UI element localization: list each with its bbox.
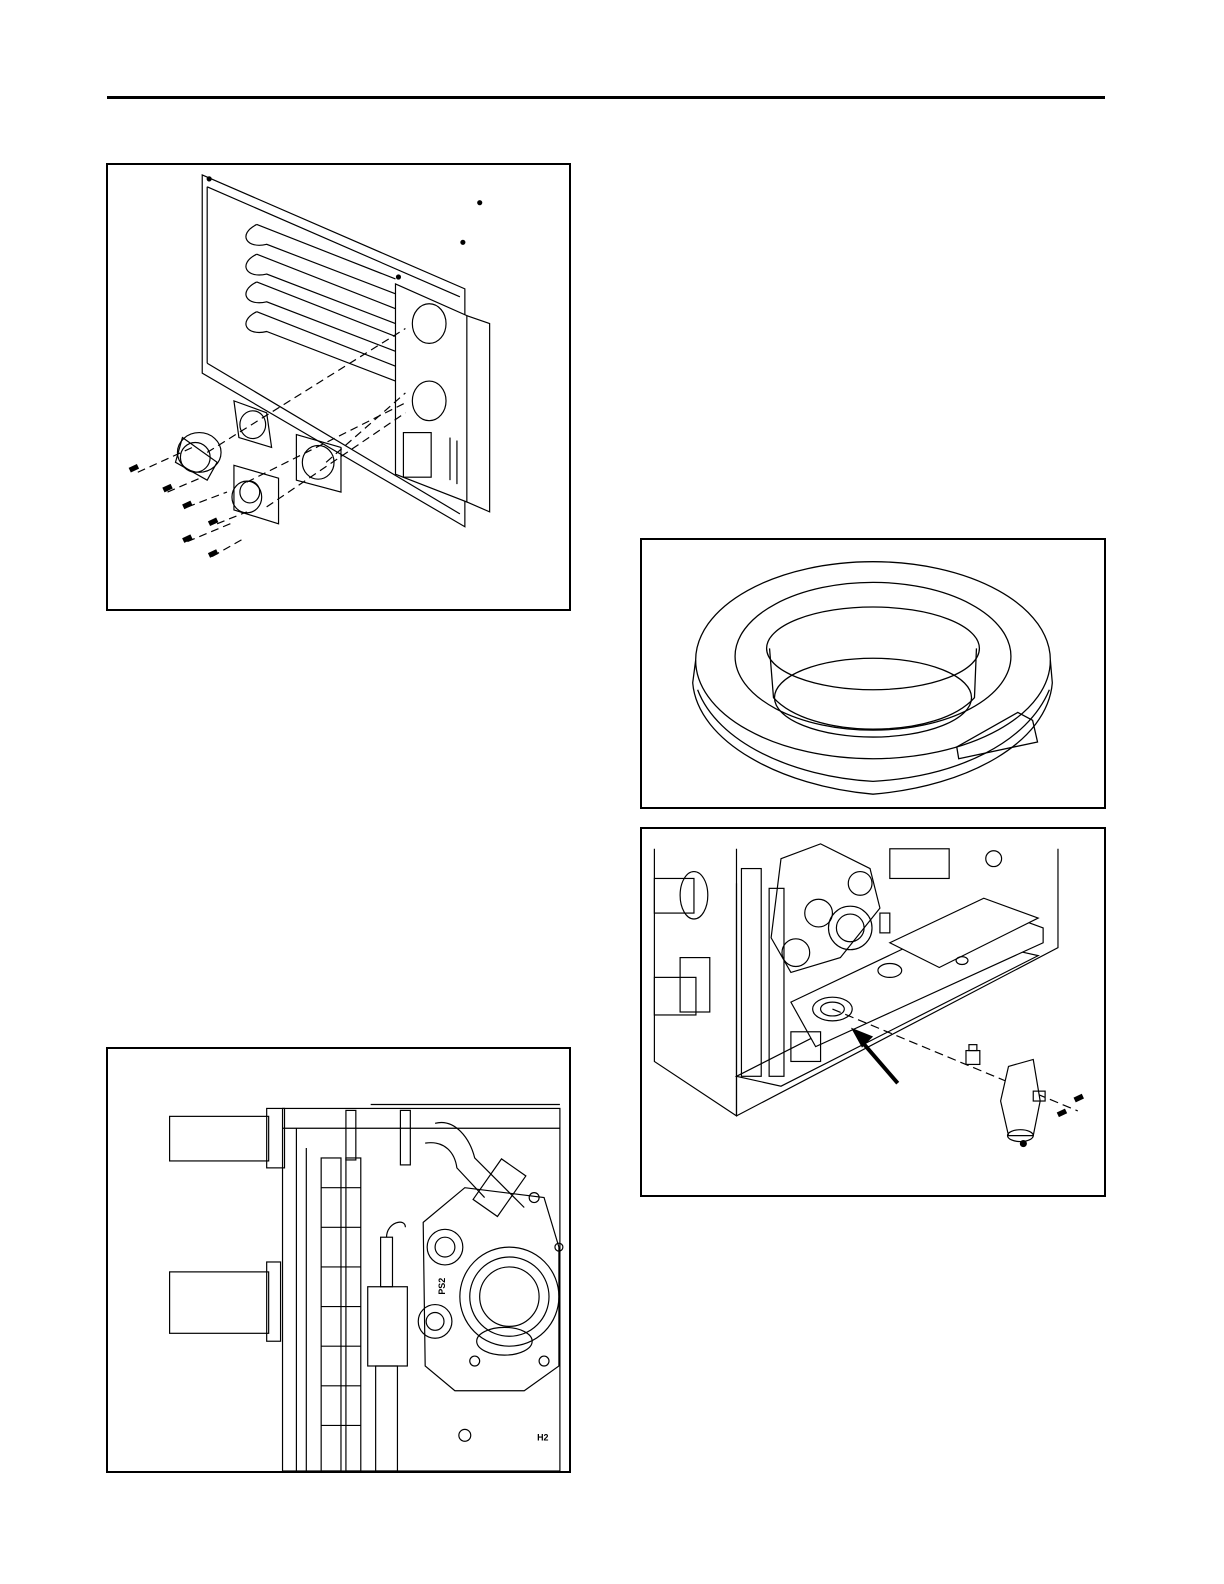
unit-cutaway-icon: PS2 H2: [108, 1049, 569, 1471]
label-ps2: PS2: [437, 1278, 447, 1295]
gasket-ring-icon: [642, 540, 1104, 807]
figure-gasket-ring: [640, 538, 1106, 809]
header-rule: [107, 96, 1105, 99]
figure-vent-assembly: [106, 163, 571, 611]
figure-unit-cutaway: PS2 H2: [106, 1047, 571, 1473]
figure-condensate-drain: [640, 827, 1106, 1197]
exploded-vent-assembly-icon: [108, 165, 569, 609]
condensate-drain-assembly-icon: [642, 829, 1104, 1195]
label-h2: H2: [537, 1432, 548, 1442]
